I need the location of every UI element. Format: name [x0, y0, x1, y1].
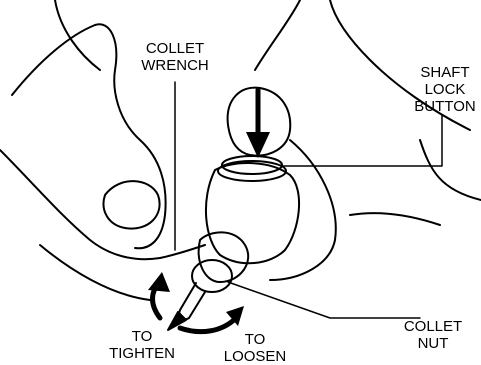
collet-nut-label: COLLET NUT [393, 318, 473, 352]
tool-housing [206, 163, 299, 263]
collet-wrench-label: COLLET WRENCH [120, 40, 230, 74]
to-loosen-label-line-2: LOOSEN [212, 348, 298, 365]
shaft-lock-label-line-1: SHAFT [405, 64, 481, 81]
loosen-arrow [180, 306, 244, 332]
collet-nut-shape [192, 260, 232, 292]
tighten-arrow [148, 272, 170, 318]
left-hand-palm [0, 150, 160, 259]
right-hand-lower [350, 213, 440, 225]
collet-wrench-label-line-2: WRENCH [120, 57, 230, 74]
shaft-lock-button-label: SHAFT LOCK BUTTON [405, 64, 481, 115]
left-thumb [104, 181, 160, 228]
press-arrow [246, 90, 270, 158]
collet-wrench-label-line-1: COLLET [120, 40, 230, 57]
to-loosen-label: TO LOOSEN [212, 331, 298, 365]
rotary-tool [168, 156, 299, 330]
right-wrist [420, 140, 481, 200]
shaft-lock-label-line-3: BUTTON [405, 98, 481, 115]
shaft-lock-label-line-2: LOCK [405, 81, 481, 98]
to-tighten-label-line-2: TIGHTEN [96, 345, 188, 362]
left-lower-hand [40, 245, 150, 300]
collet-nut-leader [228, 282, 420, 318]
shaft-lock-leader [282, 116, 442, 166]
to-tighten-label-line-1: TO [96, 328, 188, 345]
collet-nut-label-line-2: NUT [393, 335, 473, 352]
to-loosen-label-line-1: TO [212, 331, 298, 348]
to-tighten-label: TO TIGHTEN [96, 328, 188, 362]
right-finger-main [255, 0, 300, 70]
collet-nut-label-line-1: COLLET [393, 318, 473, 335]
